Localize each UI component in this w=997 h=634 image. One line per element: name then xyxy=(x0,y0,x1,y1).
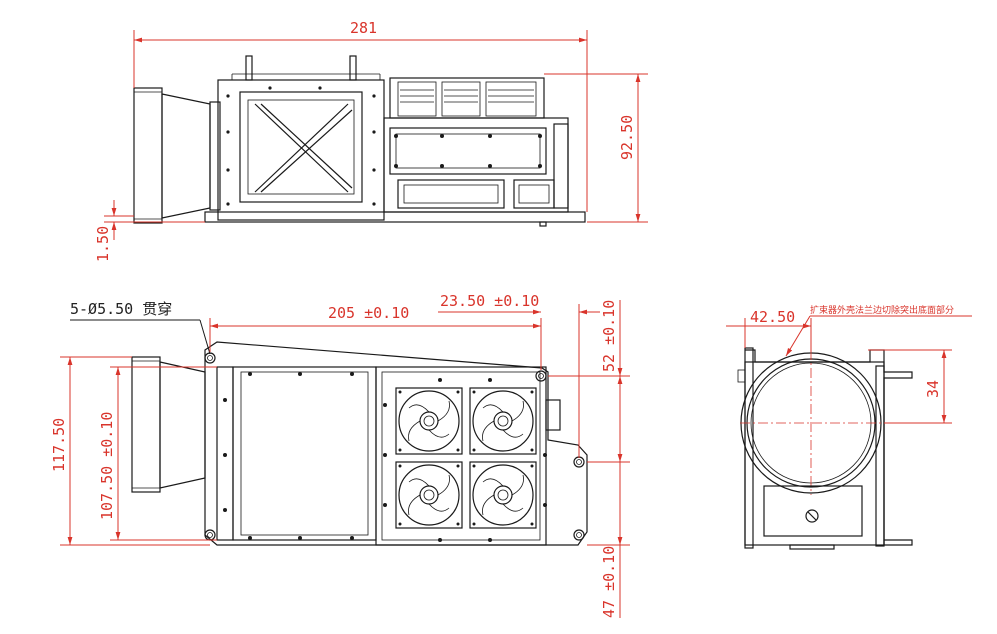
lower-offset-label: 47 ±0.10 xyxy=(600,546,618,618)
height-label: 92.50 xyxy=(618,115,636,160)
lens-cone xyxy=(133,87,221,224)
fan-icon xyxy=(469,387,537,455)
fan-housing-side xyxy=(389,77,545,119)
end-view: 42.50 扩束器外壳法兰边切除突出底面部分 34 xyxy=(726,304,972,550)
total-width-label: 117.50 xyxy=(50,418,68,472)
dimension-overall-length: 281 xyxy=(133,19,588,212)
mounting-holes xyxy=(204,352,585,541)
fan-icon xyxy=(469,461,537,529)
upper-offset-label: 52 ±0.10 xyxy=(600,300,618,372)
overall-length-label: 281 xyxy=(350,19,377,37)
dimension-center-height: 34 xyxy=(868,349,952,424)
hole-note: 5-Ø5.50 贯穿 xyxy=(70,300,211,355)
driver-module xyxy=(383,117,569,227)
center-height-label: 34 xyxy=(924,380,942,398)
dimension-upper-offset: 52 ±0.10 xyxy=(548,300,630,463)
plan-view: 5-Ø5.50 贯穿 205 ±0.10 23.50 ±0.10 117.50 xyxy=(50,292,630,618)
end-housing xyxy=(737,347,913,550)
flange-offset-label: 23.50 ±0.10 xyxy=(440,292,539,310)
main-body xyxy=(204,55,586,223)
lens-offset-label: 1.50 xyxy=(94,226,112,262)
hole-spacing-label: 205 ±0.10 xyxy=(328,304,409,322)
plate-screws xyxy=(226,86,376,206)
dimension-height: 92.50 xyxy=(544,73,648,223)
fan-icon xyxy=(395,387,463,455)
plan-screws xyxy=(223,372,547,542)
side-view: 281 92.50 1.50 xyxy=(94,19,648,262)
fan-icon xyxy=(395,461,463,529)
dimension-end-offset: 42.50 xyxy=(726,308,812,352)
dimension-hole-spacing: 205 ±0.10 xyxy=(209,304,542,370)
hole-note-label: 5-Ø5.50 贯穿 xyxy=(70,300,172,318)
dimension-total-width: 117.50 xyxy=(50,356,210,546)
end-note-label: 扩束器外壳法兰边切除突出底面部分 xyxy=(810,304,954,316)
fan-array xyxy=(395,387,537,529)
dimension-lower-offset: 47 ±0.10 xyxy=(587,462,630,618)
end-offset-label: 42.50 xyxy=(750,308,795,326)
end-note: 扩束器外壳法兰边切除突出底面部分 xyxy=(785,304,972,357)
plan-lens-cone xyxy=(131,356,206,493)
inner-width-label: 107.50 ±0.10 xyxy=(98,412,116,520)
dimension-lens-offset: 1.50 xyxy=(94,200,205,262)
dimension-flange-offset: 23.50 ±0.10 xyxy=(438,292,600,458)
dimension-inner-width: 107.50 ±0.10 xyxy=(98,366,217,541)
